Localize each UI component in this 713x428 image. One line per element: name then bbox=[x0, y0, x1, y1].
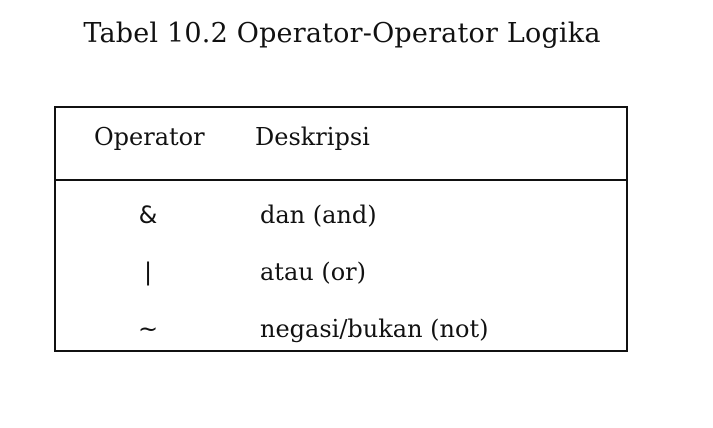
table-row: & dan (and) bbox=[56, 187, 626, 243]
table-row: | atau (or) bbox=[56, 244, 626, 300]
table-caption: Tabel 10.2 Operator-Operator Logika bbox=[83, 18, 601, 49]
operator-cell: ~ bbox=[137, 315, 159, 343]
description-cell: atau (or) bbox=[260, 258, 366, 286]
description-cell: dan (and) bbox=[260, 201, 377, 229]
operator-cell: & bbox=[138, 201, 158, 229]
operator-cell: | bbox=[143, 258, 153, 286]
header-description: Deskripsi bbox=[255, 123, 370, 151]
table-row: ~ negasi/bukan (not) bbox=[56, 301, 626, 357]
description-cell: negasi/bukan (not) bbox=[260, 315, 489, 343]
header-operator: Operator bbox=[94, 123, 205, 151]
table-header-row: Operator Deskripsi bbox=[56, 108, 626, 181]
logic-operators-table: Operator Deskripsi & dan (and) | atau (o… bbox=[54, 106, 628, 352]
